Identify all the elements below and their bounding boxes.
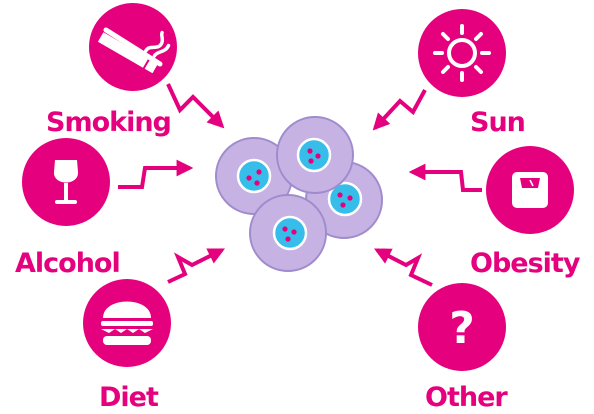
factor-sun: Sun	[375, 9, 525, 138]
arrow-diet	[168, 250, 222, 282]
question-mark-icon: ?	[418, 283, 506, 371]
label-smoking: Smoking	[46, 107, 171, 138]
sun-icon	[418, 9, 506, 97]
label-sun: Sun	[470, 107, 525, 138]
wine-glass-icon	[22, 138, 110, 226]
cell-cluster-icon	[216, 117, 382, 271]
arrow-sun	[375, 90, 425, 128]
label-other: Other	[425, 382, 508, 413]
factor-alcohol: Alcohol	[15, 138, 190, 279]
cell	[277, 117, 353, 193]
arrow-obesity	[412, 172, 482, 190]
label-obesity: Obesity	[470, 248, 581, 279]
arrow-smoking	[168, 84, 222, 126]
arrow-alcohol	[118, 168, 190, 187]
factor-smoking: Smoking	[46, 3, 222, 138]
cell	[250, 195, 326, 271]
burger-icon	[83, 279, 171, 367]
smoking-icon	[89, 3, 177, 91]
arrow-other	[377, 250, 432, 285]
factor-obesity: Obesity	[412, 146, 581, 279]
question-mark-glyph: ?	[449, 303, 475, 354]
label-alcohol: Alcohol	[15, 248, 120, 279]
label-diet: Diet	[99, 382, 159, 413]
scale-icon	[486, 146, 574, 234]
